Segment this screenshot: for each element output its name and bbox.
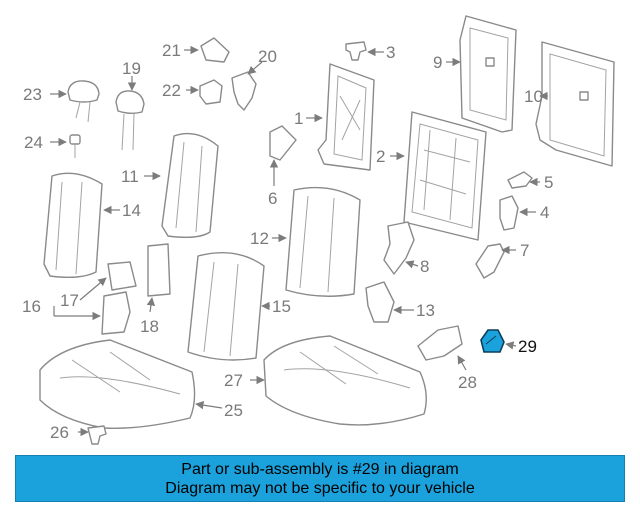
callout-22: 22	[162, 81, 181, 100]
callout-29: 29	[518, 337, 537, 356]
parts-diagram: 23 19 24 21 22 20 3 9 10 1 2 6 5 4 7 11 …	[22, 15, 615, 445]
callout-1: 1	[294, 109, 303, 128]
part-16-trim	[101, 291, 131, 335]
leader-lines	[50, 45, 548, 437]
callout-3: 3	[386, 43, 395, 62]
part-29-highlighted	[480, 329, 505, 353]
part-3-clip	[345, 41, 367, 61]
part-21-bracket	[200, 37, 230, 63]
part-23-headrest	[67, 80, 100, 123]
part-25-seat-cushion	[39, 339, 196, 429]
callout-28: 28	[458, 373, 477, 392]
callout-16: 16	[22, 297, 41, 316]
part-24-guide	[69, 134, 81, 158]
part-22-bracket	[199, 79, 223, 105]
part-7-bracket	[475, 243, 505, 279]
callout-15: 15	[272, 297, 291, 316]
part-15-seatback-pad	[187, 251, 265, 361]
callout-10: 10	[524, 87, 543, 106]
callout-7: 7	[520, 241, 529, 260]
part-20-hinge	[231, 71, 257, 111]
part-10-back-panel	[535, 41, 615, 167]
callout-11: 11	[121, 167, 139, 186]
callout-23: 23	[23, 85, 42, 104]
part-13-latch-cover	[365, 281, 395, 323]
part-9-back-panel	[459, 15, 517, 133]
callout-27: 27	[224, 371, 243, 390]
part-26-clip	[87, 425, 107, 445]
part-1-seatback-frame	[317, 63, 375, 171]
callout-26: 26	[50, 423, 69, 442]
callout-5: 5	[544, 173, 553, 192]
callout-8: 8	[420, 257, 429, 276]
banner-line-2: Diagram may not be specific to your vehi…	[165, 479, 475, 497]
callout-20: 20	[258, 47, 277, 66]
callout-14: 14	[122, 201, 141, 220]
part-5-cover	[507, 171, 533, 189]
part-info-banner: Part or sub-assembly is #29 in diagram D…	[15, 455, 625, 502]
callout-17: 17	[60, 291, 79, 310]
callout-4: 4	[540, 203, 549, 222]
part-18-hinge-cover	[147, 243, 171, 297]
callout-13: 13	[416, 301, 435, 320]
part-4-cover	[499, 195, 519, 231]
callout-25: 25	[224, 401, 243, 420]
part-17-trim	[107, 261, 137, 291]
callout-21: 21	[162, 41, 181, 60]
callout-19: 19	[122, 59, 141, 78]
part-28-bracket	[417, 325, 463, 361]
part-8-latch	[383, 221, 415, 275]
callout-18: 18	[140, 317, 159, 336]
part-19-headrest	[115, 90, 145, 151]
callout-24: 24	[24, 133, 43, 152]
banner-line-1: Part or sub-assembly is #29 in diagram	[181, 460, 459, 478]
part-11-seatback-pad	[161, 132, 219, 239]
callout-12: 12	[250, 229, 269, 248]
part-14-seatback-pad	[43, 172, 103, 279]
callout-9: 9	[433, 53, 442, 72]
part-12-seatback-pad	[285, 186, 361, 297]
callout-2: 2	[376, 147, 385, 166]
callout-labels: 23 19 24 21 22 20 3 9 10 1 2 6 5 4 7 11 …	[22, 41, 553, 442]
callout-6: 6	[268, 189, 277, 208]
part-2-seatback-frame	[403, 111, 487, 241]
part-6-bracket	[269, 125, 297, 161]
part-27-seat-cushion	[263, 335, 427, 426]
